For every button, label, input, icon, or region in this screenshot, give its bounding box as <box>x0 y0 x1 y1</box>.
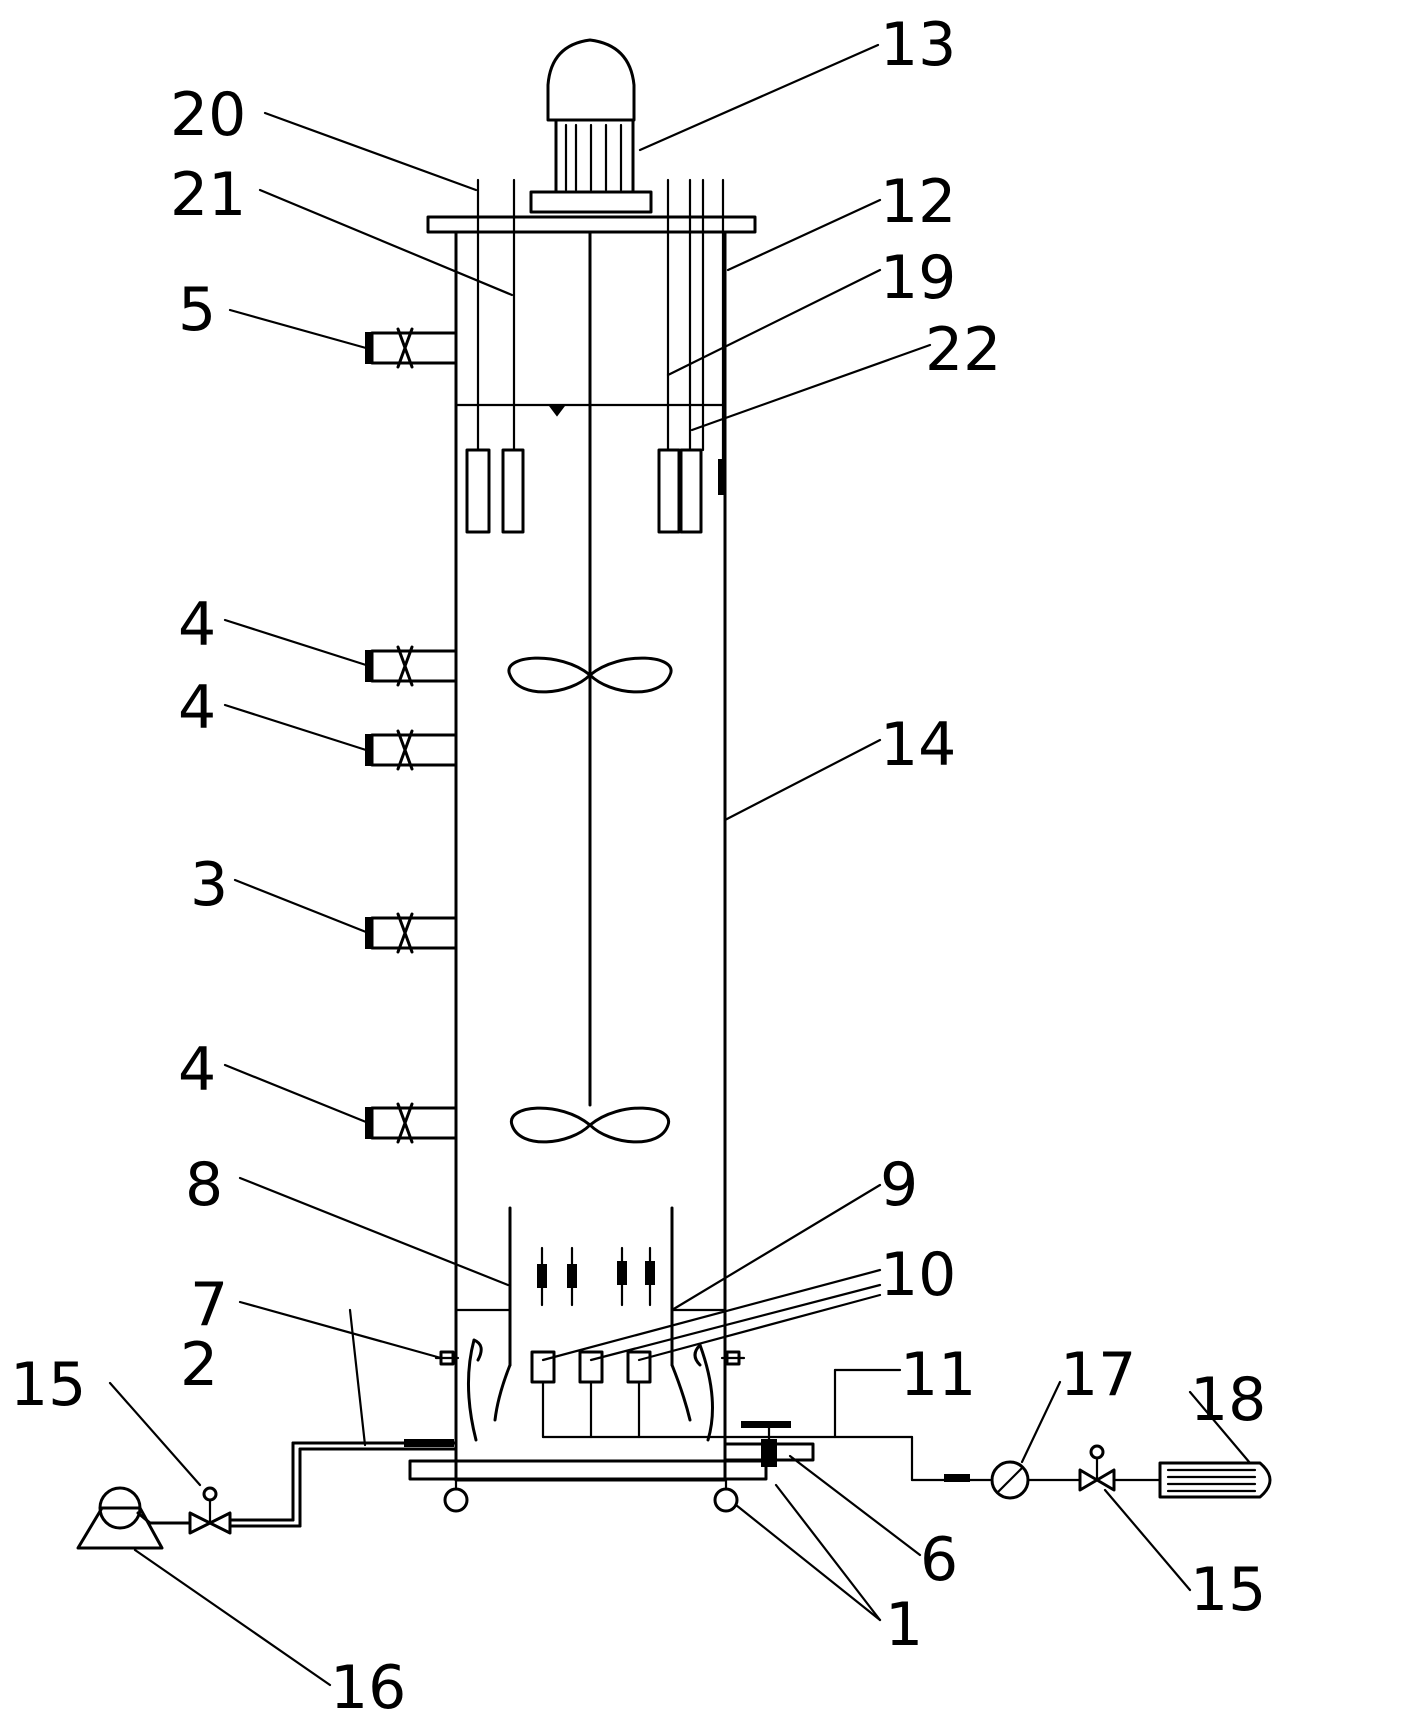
air-pipe <box>723 1435 1162 1482</box>
label-17: 17 <box>1060 1340 1136 1410</box>
air-valve <box>1078 1444 1116 1492</box>
side-nozzle-4a <box>365 645 458 687</box>
label-1: 1 <box>885 1590 923 1660</box>
label-6: 6 <box>920 1525 958 1595</box>
label-15b: 15 <box>1190 1555 1266 1625</box>
label-2: 2 <box>180 1330 218 1400</box>
label-11: 11 <box>900 1340 976 1410</box>
label-13: 13 <box>880 10 956 80</box>
leader-lines <box>108 43 1252 1687</box>
label-18: 18 <box>1190 1365 1266 1435</box>
air-compressor <box>1158 1461 1272 1499</box>
label-3: 3 <box>190 850 228 920</box>
flowmeter <box>990 1460 1030 1500</box>
upper-impeller <box>507 656 673 694</box>
label-10: 10 <box>880 1240 956 1310</box>
label-12: 12 <box>880 167 956 237</box>
packing-elements <box>537 1246 655 1307</box>
label-4a: 4 <box>178 590 216 660</box>
lower-impeller <box>510 1106 670 1144</box>
label-5: 5 <box>178 275 216 345</box>
base-and-wheels <box>408 1459 768 1513</box>
side-baffles <box>466 1338 714 1442</box>
label-22: 22 <box>925 315 1001 385</box>
side-nozzle-5 <box>365 327 458 369</box>
label-15a: 15 <box>10 1350 86 1420</box>
label-8: 8 <box>185 1150 223 1220</box>
label-7: 7 <box>190 1270 228 1340</box>
pump <box>76 1486 164 1550</box>
probes <box>465 178 725 534</box>
labels: 20 21 5 13 12 19 22 4 4 14 3 4 8 9 10 7 … <box>10 10 1266 1713</box>
side-nozzle-3 <box>365 912 458 954</box>
motor <box>529 38 653 214</box>
label-14: 14 <box>880 710 956 780</box>
label-4b: 4 <box>178 673 216 743</box>
label-21: 21 <box>170 160 246 230</box>
label-4c: 4 <box>178 1035 216 1105</box>
side-nozzle-4c <box>365 1102 458 1144</box>
label-16: 16 <box>330 1653 406 1713</box>
inlet-pipe <box>228 1439 458 1528</box>
distributors <box>530 1350 727 1439</box>
side-nozzle-4b <box>365 729 458 771</box>
label-9: 9 <box>880 1150 918 1220</box>
inlet-valve <box>148 1486 232 1535</box>
label-19: 19 <box>880 243 956 313</box>
outlet-valve <box>723 1421 815 1467</box>
label-20: 20 <box>170 80 246 150</box>
bolt-right <box>720 1350 746 1366</box>
